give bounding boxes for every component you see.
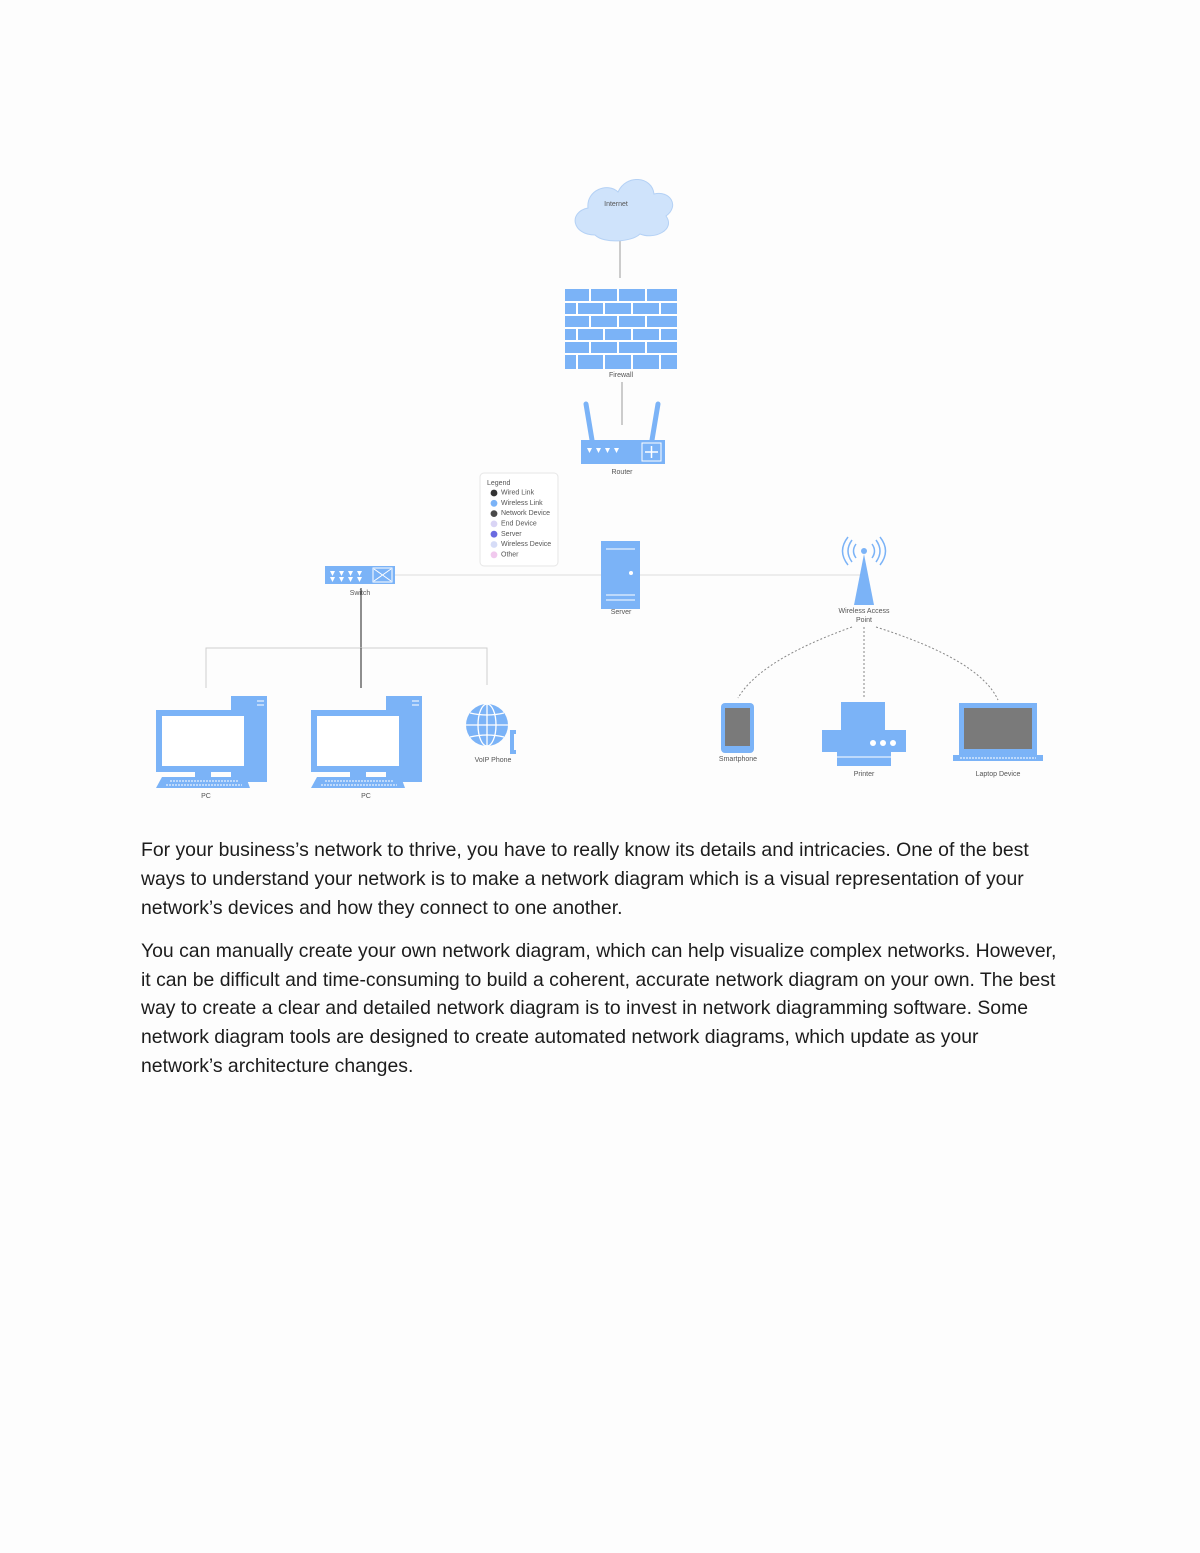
voip-phone-icon [466,703,516,754]
legend-item-label: Network Device [501,510,550,517]
voip-phone-node: VoIP Phone [466,703,516,764]
router-icon [581,401,665,464]
internet-label: Internet [604,201,628,208]
printer-label: Printer [854,771,875,778]
access-point-node: Wireless Access Point [839,536,890,624]
legend-swatch [490,541,498,548]
legend-item-label: Server [501,531,522,538]
laptop-icon [953,703,1043,761]
voip-phone-label: VoIP Phone [475,757,512,764]
legend-title: Legend [487,480,510,487]
smartphone-label: Smartphone [719,756,757,763]
pc2-label: PC [361,793,371,800]
printer-icon [822,702,906,766]
wireless-access-point-icon [841,536,887,605]
cloud-icon [574,179,674,242]
server-icon [601,541,640,609]
router-node: Router [581,401,665,476]
firewall-label: Firewall [609,372,634,379]
access-point-label-line2: Point [856,617,872,624]
internet-cloud: Internet [574,179,674,242]
legend-item-label: Wireless Device [501,541,551,548]
switch-icon [325,566,395,584]
legend-item-label: End Device [501,521,537,528]
article-body: For your business’s network to thrive, y… [141,836,1061,1095]
link-switch-endpoints [205,647,488,688]
pc1-label: PC [201,793,211,800]
pc1-node: PC [156,696,267,800]
server-label: Server [611,609,632,616]
legend-swatch [490,551,498,559]
network-diagram: Internet Firewal [156,179,1043,800]
legend-box [479,472,559,567]
pc2-node: PC [311,696,422,800]
router-label: Router [611,469,633,476]
legend-item-label: Other [501,551,519,558]
desktop-pc-icon [311,696,422,788]
smartphone-node: Smartphone [719,703,757,763]
laptop-label: Laptop Device [976,771,1021,778]
laptop-node: Laptop Device [953,703,1043,778]
legend-item-label: Wireless Link [501,500,543,507]
legend-swatch [490,510,498,517]
switch-node: Switch [325,566,395,597]
firewall-node: Firewall [565,289,677,379]
legend-swatch [490,530,498,538]
smartphone-icon [721,703,754,753]
paragraph-intro: For your business’s network to thrive, y… [141,839,1029,919]
firewall-icon [565,289,677,369]
switch-label: Switch [350,590,371,597]
link-ap-smartphone [737,626,853,699]
server-node: Server [601,541,640,616]
legend-swatch [490,499,498,507]
wireless-connections [737,626,999,701]
printer-node: Printer [822,702,906,778]
link-ap-laptop [875,626,999,701]
legend-swatch [490,520,498,528]
paragraph-manual-creation: You can manually create your own network… [141,939,1057,1078]
desktop-pc-icon [156,696,267,788]
wired-connections [205,238,860,688]
access-point-label-line1: Wireless Access [839,608,890,615]
legend-item-label: Wired Link [501,490,535,497]
legend-swatch [490,489,498,497]
